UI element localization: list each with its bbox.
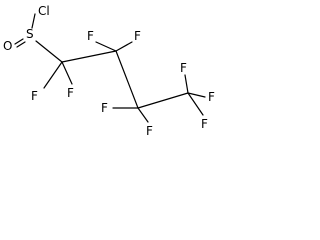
bond-c2-f-right [115,41,133,52]
bond-c3-c4 [137,92,189,109]
bond-c4-f-bottom [187,92,204,116]
atom-fluorine-c4-bottom-label: F [201,117,208,131]
bond-c1-c2 [61,50,117,63]
molecule-structure: Cl S O F F F F F F F F F [3,4,215,138]
bond-c2-c3 [115,50,139,109]
atom-fluorine-c3-bottom-label: F [146,124,153,138]
atom-chlorine-label: Cl [38,4,50,18]
atom-oxygen-label: O [3,39,12,53]
bond-s-o-inner [16,41,26,48]
atom-sulfur-label: S [26,27,34,41]
bond-s-c1 [35,40,63,63]
atom-fluorine-c3-left-label: F [101,101,108,115]
bond-c2-f-left [95,41,117,52]
bond-c4-f-top [184,74,189,94]
bond-c1-f-bottom [61,61,73,85]
bond-c3-f-bottom [137,107,149,123]
bond-s-cl [31,13,36,29]
bond-s-o-outer [14,38,24,45]
bond-c1-f-left [43,61,63,89]
atom-fluorine-c4-top-label: F [180,61,187,75]
atom-fluorine-c4-right-label: F [208,90,215,104]
bond-c4-f-right [187,92,206,98]
atom-fluorine-c1-left-label: F [31,89,38,103]
atom-fluorine-c1-bottom-label: F [67,86,74,100]
atom-fluorine-c2-left-label: F [87,29,94,43]
atom-fluorine-c2-right-label: F [134,29,141,43]
